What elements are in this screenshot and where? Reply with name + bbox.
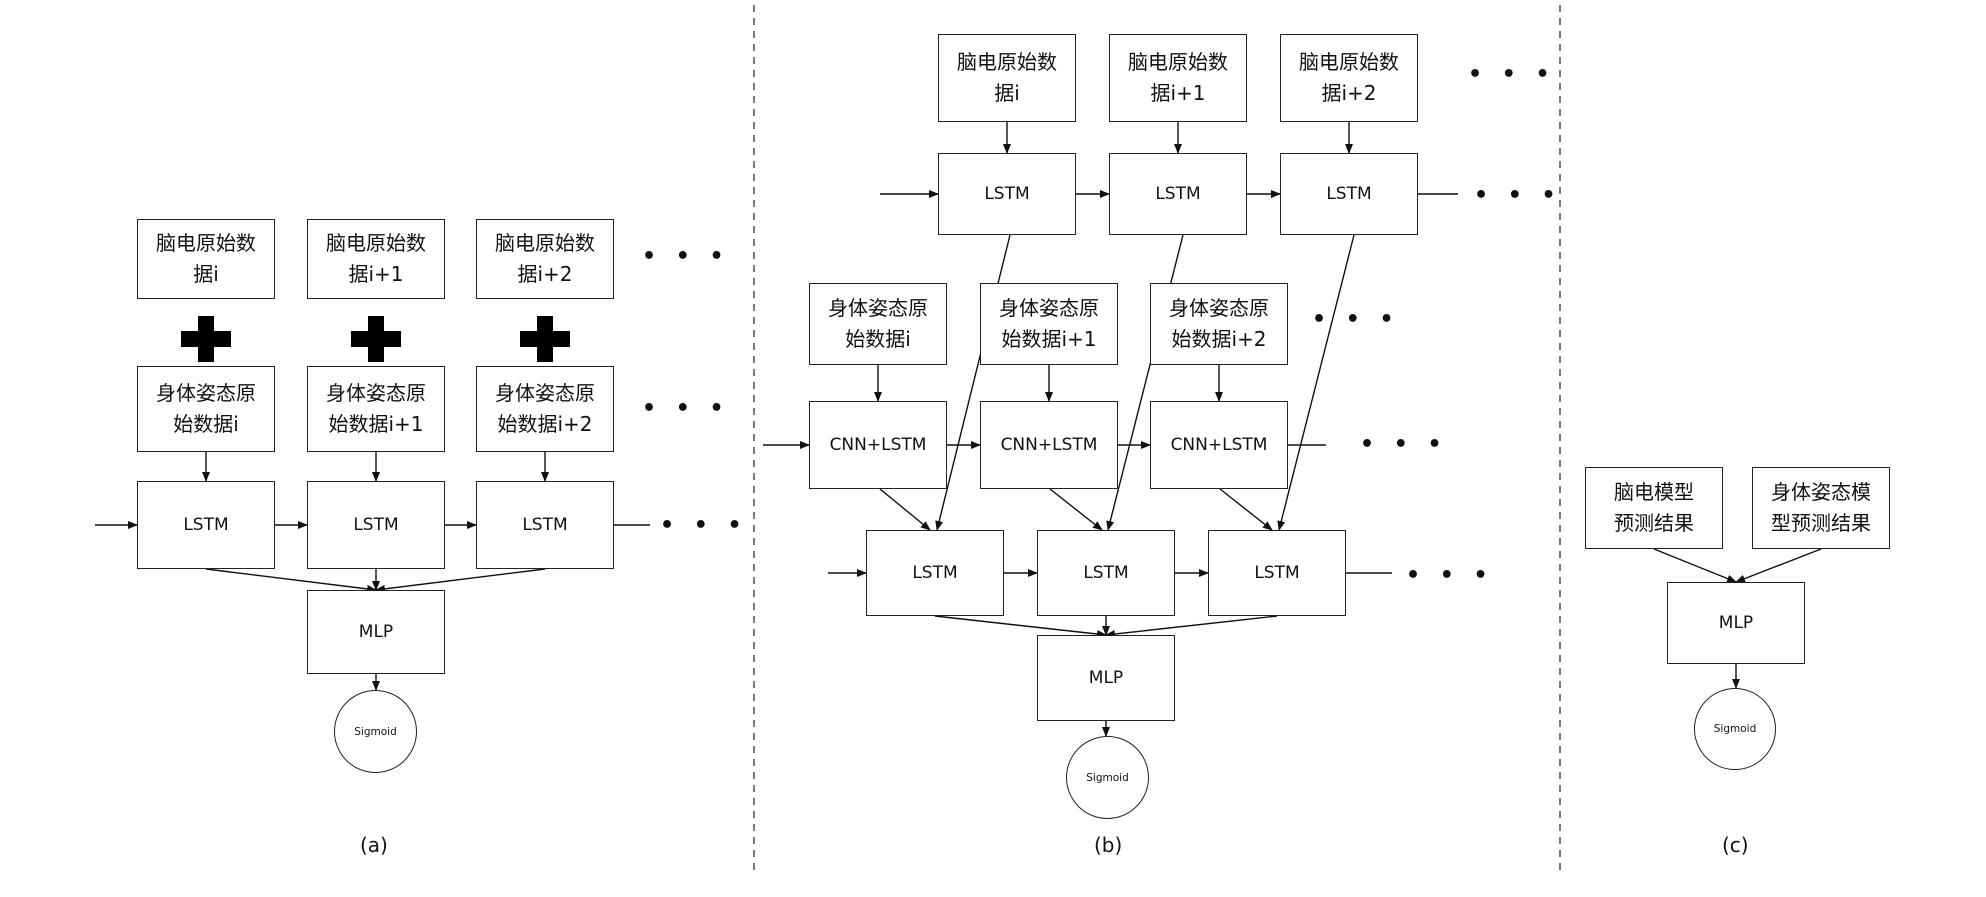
panel-b-pose-box-2: 身体姿态原始数据i+1	[980, 283, 1118, 365]
panel-a-eeg-line1: 脑电原始数	[495, 231, 595, 255]
panel-b-eeg-box-2: 脑电原始数据i+1	[1109, 34, 1247, 122]
connector-arrow-38	[1105, 615, 1278, 638]
panel-b-lstm-top-box-1: LSTM	[938, 153, 1076, 235]
panel-b-pose-line2: 始数据i+2	[1171, 327, 1267, 351]
panel-b-pose-line1: 身体姿态原	[1169, 296, 1269, 320]
panel-b-ellipsis-cnn-lstm: • • •	[1360, 432, 1448, 457]
panel-a-lstm-box-1: LSTM	[137, 481, 275, 569]
panel-b-sigmoid-node: Sigmoid	[1066, 736, 1149, 819]
panel-b-cnn-lstm-box-1: CNN+LSTM	[809, 401, 947, 489]
panel-a-pose-box-1: 身体姿态原始数据i	[137, 366, 275, 452]
panel-b-pose-line2: 始数据i	[845, 327, 911, 351]
panel-a-plus-icon-2	[351, 316, 401, 362]
panel-a-lstm-box-2: LSTM	[307, 481, 445, 569]
panel-b-eeg-line2: 据i+2	[1321, 81, 1377, 105]
panel-b-lstm-bottom-box-2: LSTM	[1037, 530, 1175, 616]
panel-a-pose-line1: 身体姿态原	[326, 381, 426, 405]
panel-c-caption: (c)	[1722, 833, 1749, 857]
panel-a-caption: (a)	[360, 833, 388, 857]
panel-b-ellipsis-eeg: • • •	[1468, 62, 1556, 87]
panel-b-eeg-line1: 脑电原始数	[1299, 50, 1399, 74]
panel-a-sigmoid-node: Sigmoid	[334, 690, 417, 773]
connector-arrow-41	[1735, 548, 1822, 583]
panel-a-pose-box-2: 身体姿态原始数据i+1	[307, 366, 445, 452]
panel-c-pose-result-box: 身体姿态模型预测结果	[1752, 467, 1890, 549]
panel-a-ellipsis-lstm: • • •	[660, 513, 748, 538]
panel-b-ellipsis-lstm-top: • • •	[1474, 183, 1562, 208]
panel-a-plus-icon-3	[520, 316, 570, 362]
panel-a-eeg-box-2: 脑电原始数据i+1	[307, 219, 445, 299]
panel-a-pose-line2: 始数据i+2	[497, 412, 593, 436]
connector-arrow-28	[1277, 234, 1355, 531]
panel-b-ellipsis-lstm-bottom: • • •	[1406, 563, 1494, 588]
connector-arrow-36	[934, 615, 1107, 638]
panel-c-pose-result-line2: 型预测结果	[1771, 511, 1871, 535]
panel-a-pose-box-3: 身体姿态原始数据i+2	[476, 366, 614, 452]
panel-b-pose-line1: 身体姿态原	[999, 296, 1099, 320]
connector-arrow-30	[1049, 488, 1103, 531]
panel-b-lstm-top-box-3: LSTM	[1280, 153, 1418, 235]
panel-a-eeg-line2: 据i	[193, 262, 219, 286]
panel-a-eeg-line1: 脑电原始数	[156, 231, 256, 255]
panel-a-pose-line1: 身体姿态原	[156, 381, 256, 405]
panel-b-cnn-lstm-box-2: CNN+LSTM	[980, 401, 1118, 489]
panel-c-sigmoid-node: Sigmoid	[1694, 688, 1776, 770]
panel-b-lstm-top-box-2: LSTM	[1109, 153, 1247, 235]
connector-arrow-29	[879, 488, 931, 531]
panel-b-lstm-bottom-box-1: LSTM	[866, 530, 1004, 616]
connector-arrow-31	[1219, 488, 1273, 531]
panel-b-caption: (b)	[1094, 833, 1123, 857]
panel-b-eeg-line1: 脑电原始数	[957, 50, 1057, 74]
panel-a-ellipsis-eeg: • • •	[642, 244, 730, 269]
panel-c-eeg-result-box: 脑电模型预测结果	[1585, 467, 1723, 549]
connector-arrow-8	[205, 568, 377, 593]
panel-c-mlp-box: MLP	[1667, 582, 1805, 664]
panel-b-pose-line1: 身体姿态原	[828, 296, 928, 320]
panel-a-ellipsis-pose: • • •	[642, 396, 730, 421]
panel-b-pose-box-1: 身体姿态原始数据i	[809, 283, 947, 365]
panel-a-eeg-box-1: 脑电原始数据i	[137, 219, 275, 299]
panel-c-eeg-result-line1: 脑电模型	[1614, 480, 1694, 504]
panel-a-mlp-box: MLP	[307, 590, 445, 674]
panel-b-cnn-lstm-box-3: CNN+LSTM	[1150, 401, 1288, 489]
panel-a-pose-line1: 身体姿态原	[495, 381, 595, 405]
panel-b-mlp-box: MLP	[1037, 635, 1175, 721]
panel-b-eeg-line2: 据i	[994, 81, 1020, 105]
panel-b-pose-box-3: 身体姿态原始数据i+2	[1150, 283, 1288, 365]
connector-arrow-10	[375, 568, 546, 593]
panel-a-pose-line2: 始数据i+1	[328, 412, 424, 436]
panel-c-pose-result-line1: 身体姿态模	[1771, 480, 1871, 504]
panel-a-eeg-line1: 脑电原始数	[326, 231, 426, 255]
panel-b-eeg-line2: 据i+1	[1150, 81, 1206, 105]
panel-a-pose-line2: 始数据i	[173, 412, 239, 436]
panel-b-ellipsis-pose: • • •	[1312, 307, 1400, 332]
panel-b-pose-line2: 始数据i+1	[1001, 327, 1097, 351]
panel-a-eeg-box-3: 脑电原始数据i+2	[476, 219, 614, 299]
panel-a-eeg-line2: 据i+2	[517, 262, 573, 286]
panel-a-plus-icon-1	[181, 316, 231, 362]
panel-a-lstm-box-3: LSTM	[476, 481, 614, 569]
panel-b-eeg-box-3: 脑电原始数据i+2	[1280, 34, 1418, 122]
panel-b-lstm-bottom-box-3: LSTM	[1208, 530, 1346, 616]
panel-a-eeg-line2: 据i+1	[348, 262, 404, 286]
panel-b-eeg-box-1: 脑电原始数据i	[938, 34, 1076, 122]
panel-c-eeg-result-line2: 预测结果	[1614, 511, 1694, 535]
panel-b-eeg-line1: 脑电原始数	[1128, 50, 1228, 74]
connector-arrow-40	[1653, 548, 1737, 583]
